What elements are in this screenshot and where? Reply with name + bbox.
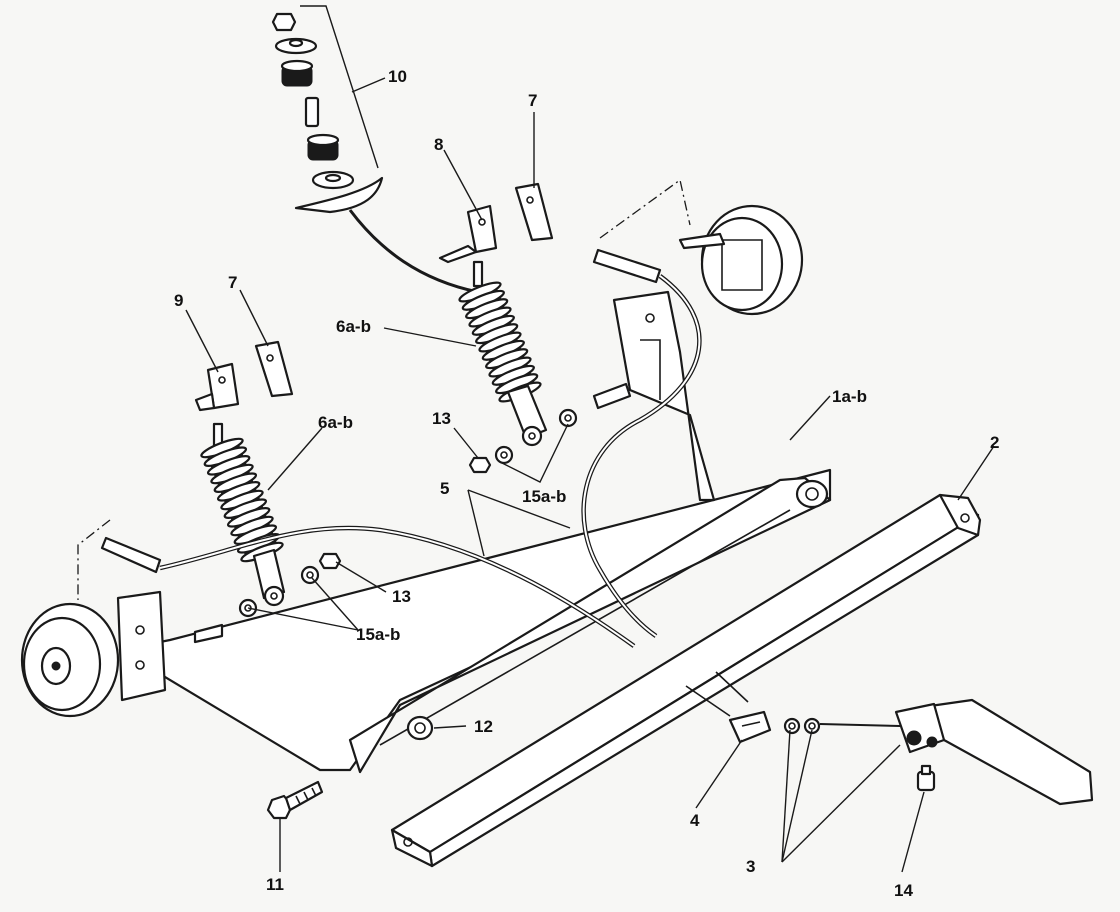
- bracket-8: [438, 204, 498, 264]
- callout-4: 4: [690, 811, 700, 830]
- callout-13-upper: 13: [432, 409, 451, 428]
- callout-3: 3: [746, 857, 755, 876]
- bracket-7-upper: [514, 182, 554, 242]
- callout-5: 5: [440, 479, 449, 498]
- callout-15ab-lower: 15a-b: [356, 625, 400, 644]
- shock-absorber-lower: [200, 422, 286, 607]
- nuts-washers-lower: [238, 552, 342, 618]
- callout-10: 10: [388, 67, 407, 86]
- clip-14: [916, 764, 936, 792]
- callout-1ab: 1a-b: [832, 387, 867, 406]
- callout-6ab-lower: 6a-b: [318, 413, 353, 432]
- bush-12: [406, 715, 434, 741]
- leader-lines: [185, 77, 995, 873]
- right-brake-plate: [678, 204, 804, 316]
- trailing-arm: [118, 468, 832, 774]
- callout-2: 2: [990, 433, 999, 452]
- cable-guide-4: [728, 710, 772, 744]
- callout-14: 14: [894, 881, 913, 900]
- bracket-9: [194, 362, 240, 412]
- right-mount-bracket: [592, 290, 716, 502]
- left-mount-bracket: [116, 590, 224, 702]
- callout-8: 8: [434, 135, 443, 154]
- callout-7-lower: 7: [228, 273, 237, 292]
- callout-labels: 10 7 8 9 7 6a-b 6a-b 13 15a-b 1a-b 2 5 1…: [174, 67, 999, 900]
- callout-9: 9: [174, 291, 183, 310]
- bracket-7-lower: [254, 340, 294, 398]
- callout-13-lower: 13: [392, 587, 411, 606]
- callout-12: 12: [474, 717, 493, 736]
- handbrake-cables: [100, 248, 702, 648]
- shock-mount-kit: [271, 12, 384, 214]
- callout-15ab-upper: 15a-b: [522, 487, 566, 506]
- left-brake-drum: [20, 602, 120, 718]
- bolt-11: [266, 780, 324, 820]
- nuts-washers-upper: [468, 408, 578, 474]
- cross-beam: [390, 493, 982, 868]
- shock-absorber-upper: [458, 260, 548, 447]
- callout-7-upper: 7: [528, 91, 537, 110]
- callout-11: 11: [266, 875, 284, 894]
- callout-6ab-upper: 6a-b: [336, 317, 371, 336]
- handbrake-lever: [819, 698, 1094, 806]
